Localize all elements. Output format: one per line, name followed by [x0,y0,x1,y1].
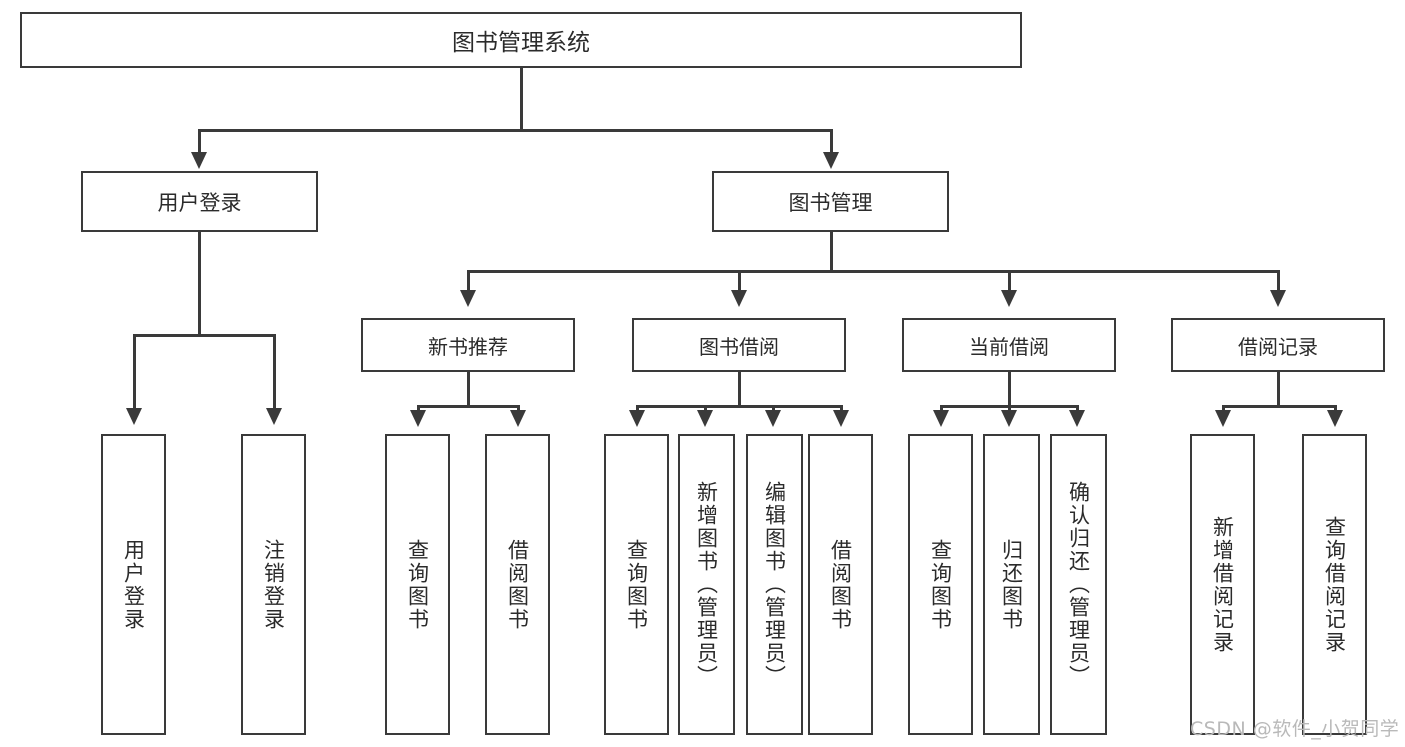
node-label: 借阅图书 [505,538,530,631]
leaf-book-borrow-query-book[interactable]: 查询图书 [604,434,669,735]
arrow-book-borrow-child-4-icon [833,410,849,427]
leaf-book-borrow-edit-book-admin[interactable]: 编辑图书（管理员） [746,434,803,735]
arrow-bm-to-book-borrow-icon [731,290,747,307]
arrow-bm-to-borrow-records-icon [1270,290,1286,307]
connector-root-stem [520,68,523,130]
node-label: 图书管理 [788,190,873,215]
connector-user-login-bus [133,334,276,337]
node-label: 用户登录 [121,538,146,631]
arrow-root-to-book-management-icon [823,152,839,169]
node-label: 归还图书 [999,538,1024,631]
connector-user-login-stem [198,232,201,336]
connector-new-book-stem [467,372,470,408]
node-label: 查询借阅记录 [1322,515,1347,654]
leaf-current-borrow-query-book[interactable]: 查询图书 [908,434,973,735]
connector-current-borrow-stem [1008,372,1011,408]
node-new-book-recommend[interactable]: 新书推荐 [361,318,575,372]
connector-root-bus [198,129,832,132]
arrow-current-borrow-child-2-icon [1001,410,1017,427]
arrow-user-login-child-1-icon [126,408,142,425]
connector-book-borrow-bus [636,405,842,408]
leaf-book-borrow-add-book-admin[interactable]: 新增图书（管理员） [678,434,735,735]
leaf-borrow-records-add-record[interactable]: 新增借阅记录 [1190,434,1255,735]
node-label: 查询图书 [405,538,430,631]
connector-current-borrow-child-2 [1008,405,1011,414]
node-book-management[interactable]: 图书管理 [712,171,949,232]
node-label: 新书推荐 [428,334,508,359]
leaf-borrow-records-query-record[interactable]: 查询借阅记录 [1302,434,1367,735]
arrow-borrow-records-child-1-icon [1215,410,1231,427]
connector-bm-to-new-book [467,270,470,292]
arrow-new-book-child-2-icon [510,410,526,427]
watermark-text: CSDN @软件_小贺同学 [1190,718,1400,740]
leaf-new-book-borrow-book[interactable]: 借阅图书 [485,434,550,735]
connector-book-management-bus [467,270,1279,273]
node-borrow-records[interactable]: 借阅记录 [1171,318,1385,372]
connector-root-to-book-management [830,129,833,154]
arrow-user-login-child-2-icon [266,408,282,425]
connector-borrow-records-child-1 [1222,405,1225,414]
arrow-book-borrow-child-2-icon [697,410,713,427]
connector-borrow-records-bus [1222,405,1336,408]
arrow-bm-to-new-book-icon [460,290,476,307]
arrow-book-borrow-child-3-icon [765,410,781,427]
node-label: 新增借阅记录 [1210,515,1235,654]
connector-new-book-child-1 [417,405,420,414]
arrow-new-book-child-1-icon [410,410,426,427]
connector-book-borrow-child-4 [840,405,843,414]
connector-book-borrow-stem [738,372,741,408]
node-label: 图书借阅 [699,334,779,359]
connector-borrow-records-stem [1277,372,1280,408]
node-label: 借阅图书 [828,538,853,631]
node-label: 查询图书 [928,538,953,631]
connector-book-borrow-child-3 [772,405,775,414]
connector-new-book-child-2 [517,405,520,414]
node-label: 确认归还（管理员） [1066,481,1091,688]
node-book-borrow[interactable]: 图书借阅 [632,318,846,372]
node-label: 注销登录 [261,538,286,631]
node-label: 当前借阅 [969,334,1049,359]
leaf-book-borrow-borrow-book[interactable]: 借阅图书 [808,434,873,735]
connector-book-borrow-child-1 [636,405,639,414]
node-root-library-management-system[interactable]: 图书管理系统 [20,12,1022,68]
connector-book-management-stem [830,232,833,272]
arrow-bm-to-current-borrow-icon [1001,290,1017,307]
node-label: 查询图书 [624,538,649,631]
node-label: 图书管理系统 [452,30,590,56]
arrow-borrow-records-child-2-icon [1327,410,1343,427]
node-label: 借阅记录 [1238,334,1318,359]
node-user-login[interactable]: 用户登录 [81,171,318,232]
arrow-root-to-user-login-icon [191,152,207,169]
leaf-user-login-user-login[interactable]: 用户登录 [101,434,166,735]
node-label: 用户登录 [157,190,242,215]
connector-borrow-records-child-2 [1334,405,1337,414]
arrow-current-borrow-child-3-icon [1069,410,1085,427]
connector-bm-to-current-borrow [1008,270,1011,292]
connector-bm-to-book-borrow [738,270,741,292]
connector-user-login-child-2 [273,334,276,410]
connector-bm-to-borrow-records [1277,270,1280,292]
arrow-current-borrow-child-1-icon [933,410,949,427]
connector-current-borrow-child-1 [940,405,943,414]
node-label: 编辑图书（管理员） [762,481,787,688]
arrow-book-borrow-child-1-icon [629,410,645,427]
node-label: 新增图书（管理员） [694,481,719,688]
connector-user-login-child-1 [133,334,136,410]
node-current-borrow[interactable]: 当前借阅 [902,318,1116,372]
leaf-current-borrow-return-book[interactable]: 归还图书 [983,434,1040,735]
leaf-current-borrow-confirm-return-admin[interactable]: 确认归还（管理员） [1050,434,1107,735]
connector-book-borrow-child-2 [704,405,707,414]
leaf-user-login-logout[interactable]: 注销登录 [241,434,306,735]
connector-root-to-user-login [198,129,201,154]
connector-new-book-bus [417,405,519,408]
connector-current-borrow-child-3 [1076,405,1079,414]
leaf-new-book-query-book[interactable]: 查询图书 [385,434,450,735]
